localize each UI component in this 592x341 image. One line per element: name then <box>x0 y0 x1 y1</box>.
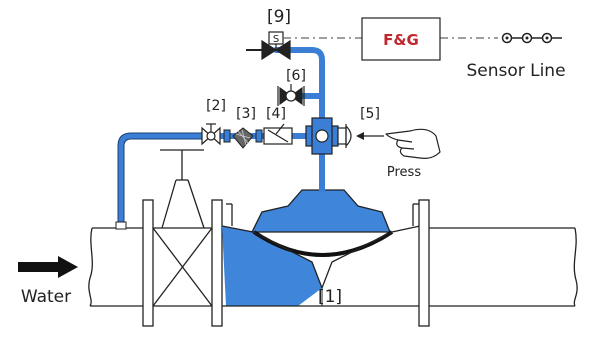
label-press: Press <box>387 165 421 180</box>
main-valve <box>221 189 421 307</box>
diaphragm <box>252 230 394 257</box>
label-strainer: [3] <box>236 106 256 122</box>
valve-bonnet <box>250 189 391 233</box>
inlet-flanges <box>142 199 223 327</box>
check-valve <box>263 123 293 145</box>
label-solenoid: [9] <box>267 7 291 27</box>
water-chamber <box>222 226 322 306</box>
needle-valve <box>277 84 305 106</box>
fg-label: F&G <box>383 31 419 49</box>
outlet-flanges <box>418 199 430 327</box>
label-ball-valve: [2] <box>206 98 226 114</box>
hand-icon <box>385 128 441 159</box>
label-main-valve: [1] <box>318 287 342 307</box>
inlet-pipe <box>88 227 143 307</box>
solenoid-valve <box>246 31 291 61</box>
label-check-valve: [4] <box>266 106 286 122</box>
fg-control-panel <box>361 17 441 61</box>
ball-valve <box>201 123 221 146</box>
label-needle-valve: [6] <box>286 68 306 84</box>
label-manual-release: [5] <box>360 106 380 122</box>
sensor-nodes <box>501 32 562 44</box>
manual-release-valve <box>305 117 352 155</box>
label-water: Water <box>21 287 71 307</box>
water-flow-arrow <box>18 256 78 278</box>
inlet-tap <box>115 221 127 230</box>
label-sensor-line: Sensor Line <box>466 61 565 81</box>
press-arrow <box>356 132 384 140</box>
solenoid-mark: S <box>273 34 279 45</box>
gate-valve-body <box>152 149 213 307</box>
outlet-pipe <box>429 227 578 307</box>
strainer <box>223 127 263 149</box>
